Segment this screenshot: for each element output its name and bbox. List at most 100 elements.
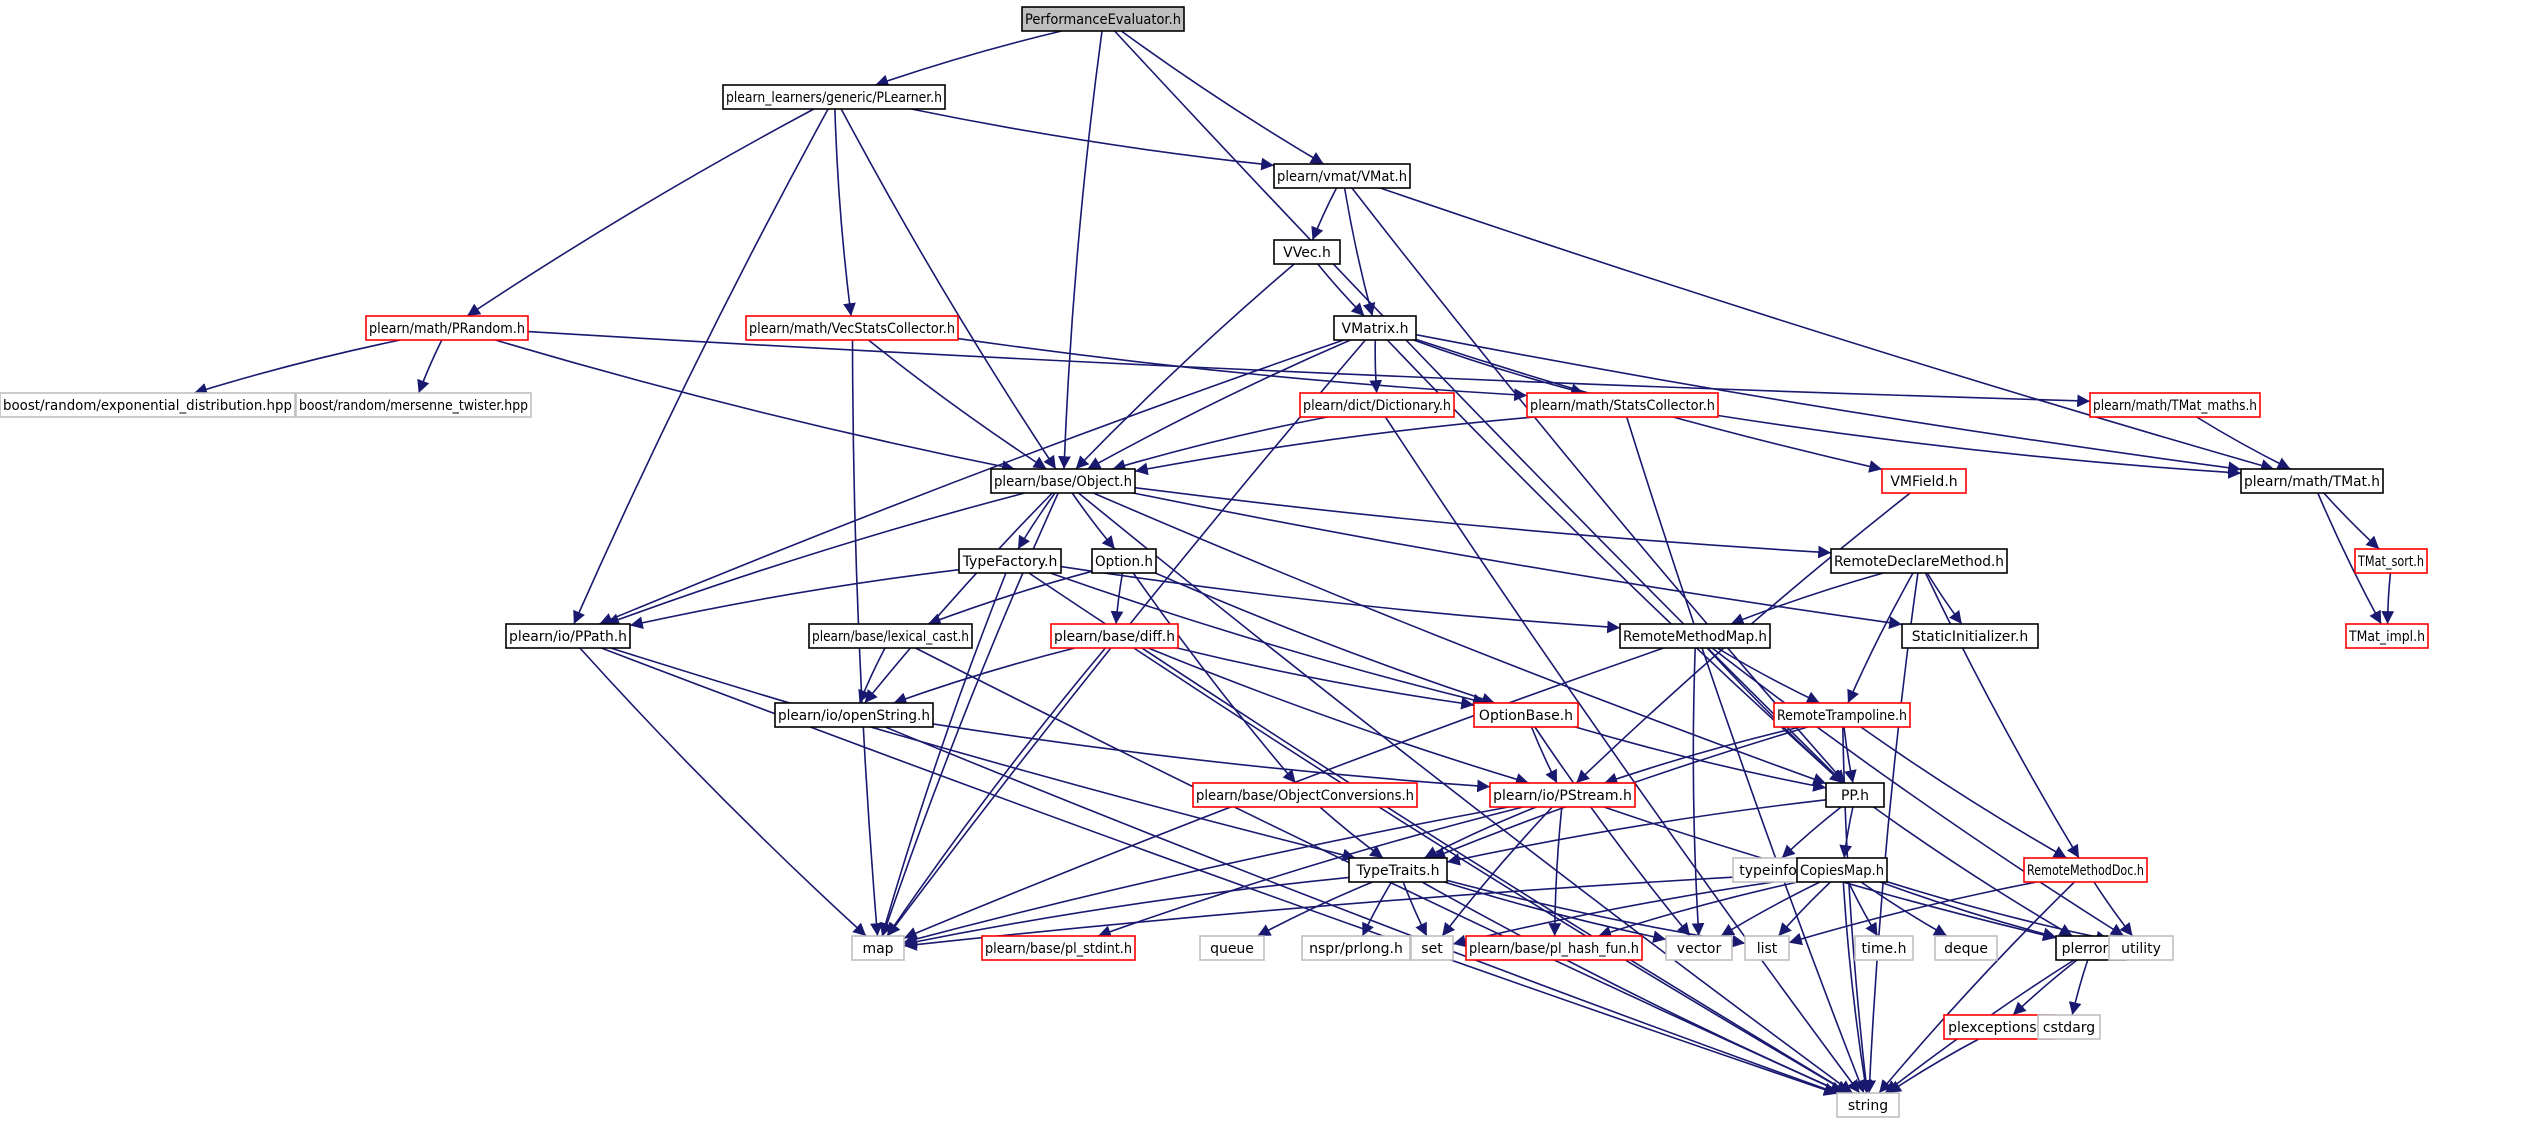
node-label-objconv: plearn/base/ObjectConversions.h bbox=[1196, 788, 1414, 804]
node-box-string bbox=[1836, 1092, 1900, 1118]
edge-remotetramp-to-pstream bbox=[1604, 726, 1801, 785]
node-staticinit[interactable]: StaticInitializer.h bbox=[1901, 623, 2039, 649]
edge-vmat-to-tmat bbox=[1379, 187, 2275, 472]
node-box-staticinit bbox=[1901, 623, 2039, 649]
node-box-tmatsort bbox=[2354, 548, 2428, 574]
node-label-tmatimpl: TMat_impl.h bbox=[2348, 629, 2425, 645]
edge-prandom-to-object bbox=[495, 339, 1015, 473]
node-box-set bbox=[1410, 935, 1454, 961]
node-box-prlong bbox=[1301, 935, 1411, 961]
node-plstdint[interactable]: plearn/base/pl_stdint.h bbox=[981, 935, 1136, 961]
node-label-vecstats: plearn/math/VecStatsCollector.h bbox=[749, 321, 955, 337]
edge-diff-to-string bbox=[1133, 647, 1850, 1094]
node-vmat[interactable]: plearn/vmat/VMat.h bbox=[1273, 163, 1411, 189]
node-option[interactable]: Option.h bbox=[1091, 548, 1157, 574]
edge-remotedecl-to-staticinit bbox=[1926, 572, 1963, 625]
node-openstring[interactable]: plearn/io/openString.h bbox=[774, 702, 934, 728]
edge-tmatmaths-to-tmat bbox=[2196, 416, 2291, 470]
node-box-ppath bbox=[505, 623, 631, 649]
node-vecstats[interactable]: plearn/math/VecStatsCollector.h bbox=[745, 315, 959, 341]
node-lexical[interactable]: plearn/base/lexical_cast.h bbox=[808, 623, 973, 649]
edge-plearner-to-prandom bbox=[466, 108, 815, 317]
node-hashfun[interactable]: plearn/base/pl_hash_fun.h bbox=[1465, 935, 1643, 961]
edge-copiesmap-to-set bbox=[1452, 877, 1798, 948]
node-label-vmfield: VMField.h bbox=[1890, 474, 1957, 490]
edge-optionbase-to-vector bbox=[1534, 726, 1691, 937]
node-box-pstream bbox=[1489, 782, 1636, 808]
node-remotetramp[interactable]: RemoteTrampoline.h bbox=[1773, 702, 1911, 728]
edge-lexical-to-openstring bbox=[858, 647, 886, 704]
node-box-statscoll bbox=[1526, 392, 1719, 418]
node-statscoll[interactable]: plearn/math/StatsCollector.h bbox=[1526, 392, 1719, 418]
node-box-objconv bbox=[1192, 782, 1418, 808]
node-copiesmap[interactable]: CopiesMap.h bbox=[1796, 857, 1888, 883]
node-box-vmfield bbox=[1881, 468, 1967, 494]
node-perf[interactable]: PerformanceEvaluator.h bbox=[1021, 6, 1185, 32]
edge-typefactory-to-ppath bbox=[629, 568, 960, 630]
edge-vmatrix-to-dictionary bbox=[1369, 339, 1383, 394]
node-tmatmaths[interactable]: plearn/math/TMat_maths.h bbox=[2089, 392, 2261, 418]
node-list: list bbox=[1744, 935, 1790, 961]
node-label-ppath: plearn/io/PPath.h bbox=[509, 629, 627, 645]
node-dictionary[interactable]: plearn/dict/Dictionary.h bbox=[1299, 392, 1455, 418]
node-box-vvec bbox=[1273, 239, 1341, 265]
node-label-perf: PerformanceEvaluator.h bbox=[1025, 12, 1181, 28]
node-plexceptions[interactable]: plexceptions.h bbox=[1943, 1014, 2055, 1040]
node-vvec[interactable]: VVec.h bbox=[1273, 239, 1341, 265]
node-plearner[interactable]: plearn_learners/generic/PLearner.h bbox=[722, 84, 946, 110]
node-optionbase[interactable]: OptionBase.h bbox=[1473, 702, 1579, 728]
node-prlong: nspr/prlong.h bbox=[1301, 935, 1411, 961]
node-set: set bbox=[1410, 935, 1454, 961]
node-tmatimpl[interactable]: TMat_impl.h bbox=[2345, 623, 2429, 649]
node-label-vvec: VVec.h bbox=[1283, 245, 1331, 261]
node-deque: deque bbox=[1934, 935, 1998, 961]
node-remotedecl[interactable]: RemoteDeclareMethod.h bbox=[1830, 548, 2008, 574]
node-vmatrix[interactable]: VMatrix.h bbox=[1333, 315, 1417, 341]
node-remotedoc[interactable]: RemoteMethodDoc.h bbox=[2023, 857, 2148, 883]
edge-vmat-to-pp bbox=[1351, 187, 1846, 784]
node-box-timeh bbox=[1854, 935, 1914, 961]
edge-vmatrix-to-tmat bbox=[1415, 333, 2242, 475]
node-object[interactable]: plearn/base/Object.h bbox=[990, 468, 1136, 494]
edge-remotedoc-to-utility bbox=[2093, 881, 2134, 937]
edge-statscoll-to-object bbox=[1134, 416, 1535, 476]
edge-openstring-to-pstream bbox=[932, 723, 1491, 793]
edge-statscoll-to-string bbox=[1625, 416, 1866, 1094]
node-pp[interactable]: PP.h bbox=[1825, 782, 1885, 808]
node-label-prlong: nspr/prlong.h bbox=[1309, 941, 1403, 957]
node-label-pstream: plearn/io/PStream.h bbox=[1493, 788, 1632, 804]
node-tmatsort[interactable]: TMat_sort.h bbox=[2354, 548, 2428, 574]
edge-vmat-to-vvec bbox=[1311, 187, 1338, 241]
node-diff[interactable]: plearn/base/diff.h bbox=[1050, 623, 1179, 649]
node-typefactory[interactable]: TypeFactory.h bbox=[958, 548, 1062, 574]
node-remotemm[interactable]: RemoteMethodMap.h bbox=[1619, 623, 1771, 649]
node-label-boostexp: boost/random/exponential_distribution.hp… bbox=[3, 398, 292, 414]
edge-prandom-to-boostexp bbox=[193, 339, 401, 396]
node-label-hashfun: plearn/base/pl_hash_fun.h bbox=[1469, 941, 1639, 957]
edge-vecstats-to-object bbox=[867, 339, 1047, 470]
node-box-typefactory bbox=[958, 548, 1062, 574]
edge-copiesmap-to-string bbox=[1842, 881, 1871, 1094]
node-objconv[interactable]: plearn/base/ObjectConversions.h bbox=[1192, 782, 1418, 808]
edge-remotemm-to-remotetramp bbox=[1716, 647, 1821, 704]
edge-tmatsort-to-tmatimpl bbox=[2381, 572, 2395, 625]
node-prandom[interactable]: plearn/math/PRandom.h bbox=[365, 315, 529, 341]
edge-remotemm-to-utility bbox=[1711, 647, 2125, 937]
node-box-vmat bbox=[1273, 163, 1411, 189]
edge-objconv-to-typetraits bbox=[1319, 806, 1384, 859]
edge-dictionary-to-object bbox=[1112, 416, 1328, 472]
node-box-remotetramp bbox=[1773, 702, 1911, 728]
edge-typetraits-to-queue bbox=[1257, 881, 1373, 937]
node-vmfield[interactable]: VMField.h bbox=[1881, 468, 1967, 494]
node-box-vector bbox=[1665, 935, 1733, 961]
edge-copiesmap-to-timeh bbox=[1847, 881, 1879, 937]
node-vector: vector bbox=[1665, 935, 1733, 961]
node-typetraits[interactable]: TypeTraits.h bbox=[1348, 857, 1448, 883]
node-boostmt: boost/random/mersenne_twister.hpp bbox=[295, 392, 532, 418]
edge-vmat-to-vmatrix bbox=[1343, 187, 1376, 317]
node-ppath[interactable]: plearn/io/PPath.h bbox=[505, 623, 631, 649]
node-box-diff bbox=[1050, 623, 1179, 649]
node-tmat[interactable]: plearn/math/TMat.h bbox=[2240, 468, 2384, 494]
node-pstream[interactable]: plearn/io/PStream.h bbox=[1489, 782, 1636, 808]
edge-remotetramp-to-string bbox=[1842, 726, 1873, 1094]
